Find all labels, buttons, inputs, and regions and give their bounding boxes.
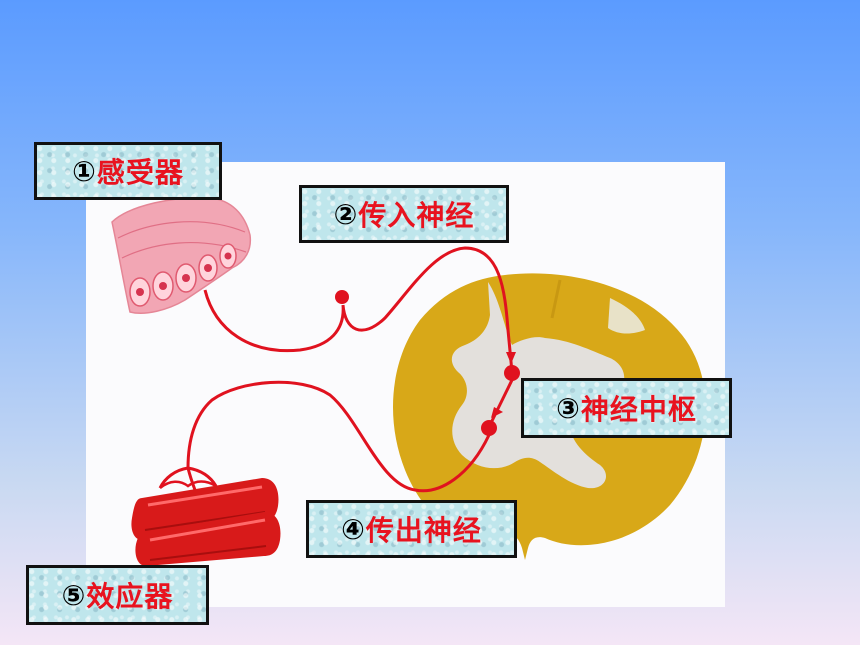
interneuron-arrow — [491, 407, 503, 418]
label-afferent-text: 传入神经 — [358, 199, 475, 232]
label-efferent-text: 传出神经 — [365, 514, 482, 547]
receptor-tissue — [111, 196, 252, 314]
label-efferent-number: ④ — [341, 512, 366, 546]
label-effector-number: ⑤ — [61, 578, 87, 612]
label-center-text: 神经中枢 — [580, 393, 697, 426]
label-receptor-text: 感受器 — [96, 156, 184, 189]
interneuron-path — [488, 379, 514, 426]
afferent-arrow — [506, 352, 516, 364]
motor-end-plate — [158, 466, 218, 491]
center-neuron-upper — [504, 365, 520, 381]
spinal-cord-posterior-horn — [608, 298, 645, 334]
label-receptor-number: ① — [72, 154, 97, 188]
effector-muscle — [131, 478, 281, 566]
label-effector-text: 效应器 — [86, 580, 174, 613]
afferent-nerve-path — [203, 246, 514, 373]
label-center-number: ③ — [556, 391, 581, 425]
efferent-nerve-path — [186, 380, 491, 493]
center-neuron-lower — [481, 420, 497, 436]
afferent-ganglion — [335, 290, 349, 304]
label-afferent-number: ② — [333, 197, 359, 231]
spinal-cord-fissure — [550, 279, 562, 319]
